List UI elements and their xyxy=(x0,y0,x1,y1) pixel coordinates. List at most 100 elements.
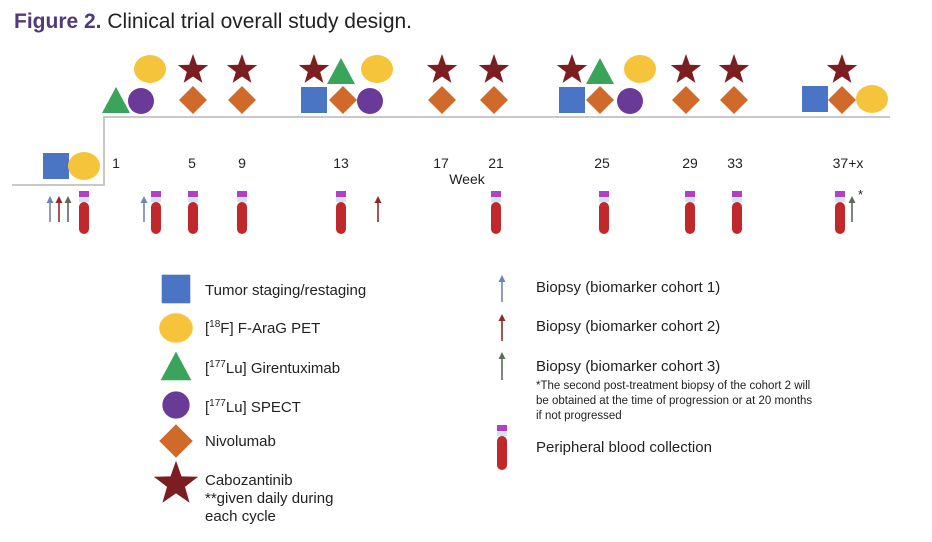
blood-tube-icon xyxy=(151,191,161,234)
blood-tube-icon xyxy=(237,191,247,234)
timeline-baseline xyxy=(12,116,890,186)
sample-collection-row xyxy=(46,191,856,234)
tube-neck xyxy=(685,197,695,202)
pet-scan-circle-icon xyxy=(361,55,393,83)
nivolumab-diamond-icon xyxy=(179,86,207,114)
tube-body xyxy=(835,202,845,234)
blood-tube-icon xyxy=(732,191,742,234)
cabozantinib-star-icon xyxy=(670,54,702,83)
legend-left: Tumor staging/restaging [18F] F-AraG PET… xyxy=(205,282,366,525)
legend-nivolumab-label: Nivolumab xyxy=(205,433,276,450)
legend-cabozantinib-note-2: each cycle xyxy=(205,508,276,525)
nivolumab-diamond-icon xyxy=(159,424,193,458)
tube-body xyxy=(188,202,198,234)
spect-circle-icon xyxy=(357,88,383,114)
cabozantinib-star-icon xyxy=(426,54,458,83)
girentuximab-triangle-icon xyxy=(586,58,614,84)
blood-tube-icon xyxy=(79,191,89,234)
legend-biopsy3-label: Biopsy (biomarker cohort 3) xyxy=(536,358,720,375)
tube-cap xyxy=(732,191,742,197)
cabozantinib-star-icon xyxy=(478,54,510,83)
girentuximab-triangle-icon xyxy=(327,58,355,84)
tube-neck xyxy=(79,197,89,202)
girentuximab-triangle-icon xyxy=(102,87,130,113)
week-label: 29 xyxy=(682,155,698,171)
legend-cabozantinib-note-1: **given daily during xyxy=(205,490,333,507)
tube-neck xyxy=(599,197,609,202)
arrow-head xyxy=(498,275,506,282)
spect-circle-icon xyxy=(162,391,190,419)
blood-tube-icon xyxy=(336,191,346,234)
cabozantinib-star-icon xyxy=(718,54,750,83)
figure-label: Figure 2. xyxy=(14,10,102,33)
week-label: 33 xyxy=(727,155,743,171)
tube-cap xyxy=(685,191,695,197)
arrow-head xyxy=(55,196,63,203)
tube-neck xyxy=(188,197,198,202)
legend-symbols xyxy=(153,274,507,503)
pet-scan-circle-icon xyxy=(856,85,888,113)
arrow-head xyxy=(848,196,856,203)
legend-footnote-3: if not progressed xyxy=(536,410,622,422)
tube-neck xyxy=(497,431,507,436)
tube-body xyxy=(237,202,247,234)
pet-scan-circle-icon xyxy=(159,313,193,343)
biopsy-footnote-marker: * xyxy=(858,187,863,202)
arrow-head xyxy=(498,352,506,359)
tube-cap xyxy=(835,191,845,197)
week-label: 5 xyxy=(188,155,196,171)
legend-staging-label: Tumor staging/restaging xyxy=(205,282,366,299)
tube-body xyxy=(151,202,161,234)
figure-title: Figure 2. Clinical trial overall study d… xyxy=(14,10,412,34)
nivolumab-diamond-icon xyxy=(329,86,357,114)
week-label: 37+x xyxy=(833,155,864,171)
blood-tube-icon xyxy=(599,191,609,234)
staging-square-icon xyxy=(559,87,585,113)
blood-tube-icon xyxy=(491,191,501,234)
legend-biopsy2-arrow-icon xyxy=(498,314,506,341)
tube-neck xyxy=(491,197,501,202)
tube-cap xyxy=(151,191,161,197)
cabozantinib-star-icon xyxy=(826,54,858,83)
legend-right: Biopsy (biomarker cohort 1) Biopsy (biom… xyxy=(536,279,812,456)
arrow-head xyxy=(374,196,382,203)
pet-scan-circle-icon xyxy=(134,55,166,83)
tube-body xyxy=(685,202,695,234)
tube-body xyxy=(599,202,609,234)
legend-biopsy3-arrow-icon xyxy=(498,352,506,380)
week-label: 1 xyxy=(112,155,120,171)
tube-neck xyxy=(835,197,845,202)
week-label: 13 xyxy=(333,155,349,171)
week-labels: 1 5 9 13 17 21 25 29 33 37+x xyxy=(112,155,863,171)
tube-body xyxy=(336,202,346,234)
timeline-events xyxy=(43,54,888,180)
staging-square-icon xyxy=(43,153,69,179)
arrow-head xyxy=(64,196,72,203)
nivolumab-diamond-icon xyxy=(428,86,456,114)
arrow-head xyxy=(46,196,54,203)
spect-circle-icon xyxy=(617,88,643,114)
tube-cap xyxy=(237,191,247,197)
tube-cap xyxy=(79,191,89,197)
cabozantinib-star-icon xyxy=(556,54,588,83)
tube-cap xyxy=(599,191,609,197)
biopsy2-arrow-icon xyxy=(374,196,382,222)
week-axis-label: Week xyxy=(449,171,486,187)
tube-neck xyxy=(151,197,161,202)
tube-body xyxy=(732,202,742,234)
blood-tube-icon xyxy=(685,191,695,234)
biopsy1-arrow-icon xyxy=(140,196,148,222)
staging-square-icon xyxy=(161,274,191,304)
week-label: 25 xyxy=(594,155,610,171)
nivolumab-diamond-icon xyxy=(828,86,856,114)
legend-footnote-1: *The second post-treatment biopsy of the… xyxy=(536,380,810,392)
pet-scan-circle-icon xyxy=(68,152,100,180)
tube-neck xyxy=(732,197,742,202)
legend-biopsy2-label: Biopsy (biomarker cohort 2) xyxy=(536,318,720,335)
biopsy1-arrow-icon xyxy=(46,196,54,222)
tube-body xyxy=(491,202,501,234)
spect-circle-icon xyxy=(128,88,154,114)
legend-biopsy1-arrow-icon xyxy=(498,275,506,302)
pet-scan-circle-icon xyxy=(624,55,656,83)
